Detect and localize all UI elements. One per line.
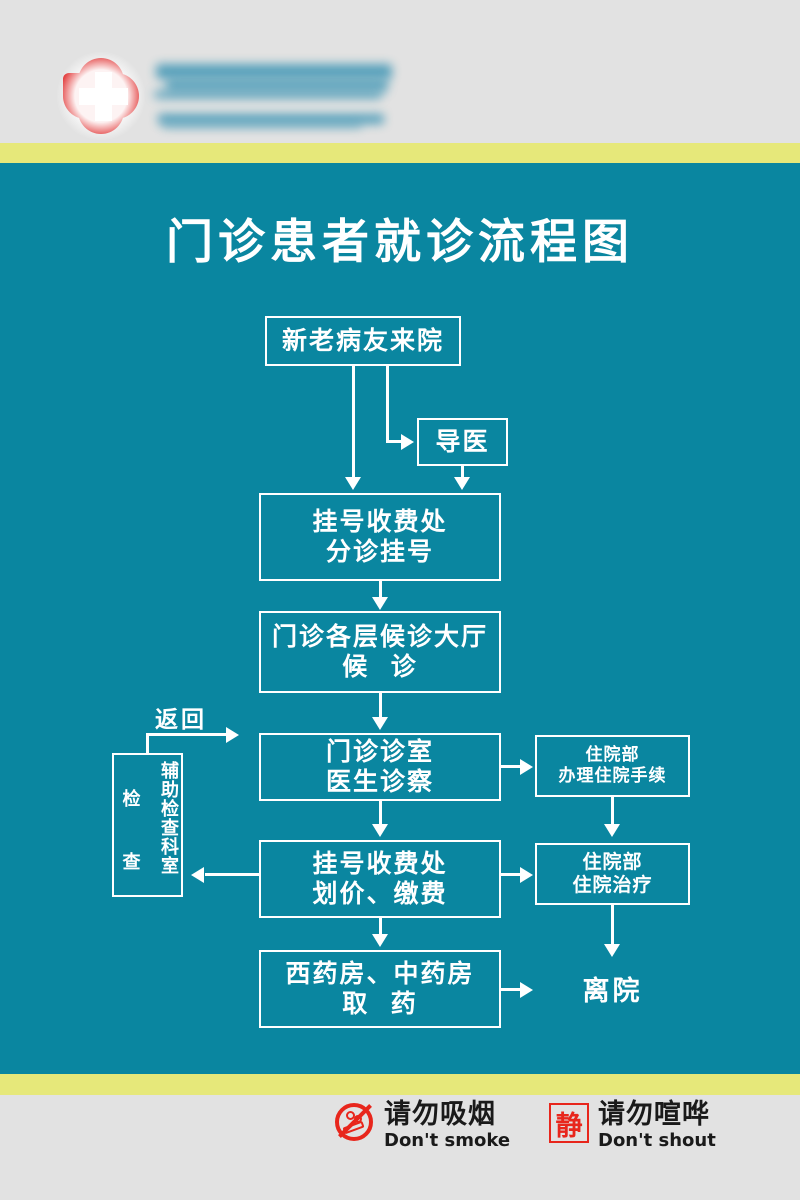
blurred-text-stroke	[158, 114, 384, 124]
arrowhead-down	[372, 824, 388, 837]
connector-return-v	[146, 733, 149, 755]
node-line: 离院	[582, 975, 643, 1007]
quiet-glyph: 静	[555, 1110, 583, 1142]
connector-payment-to-inpatient	[501, 873, 522, 876]
blurred-text-stroke	[156, 64, 392, 79]
logo-cross-horizontal	[79, 88, 128, 105]
connector-inpatient-to-discharge	[611, 905, 614, 945]
notice-text-group: 请勿吸烟 Don't smoke	[384, 1099, 511, 1152]
node-line: 门诊诊室	[325, 736, 434, 766]
notice-label-cn: 请勿吸烟	[384, 1099, 496, 1130]
connector-payment-to-aux-exam	[205, 873, 259, 876]
connector-registration-to-waiting	[379, 581, 382, 598]
node-line: 住院部	[582, 850, 643, 873]
arrowhead-right	[401, 434, 414, 450]
bottom-accent-band	[0, 1074, 800, 1095]
node-line: 候 诊	[342, 652, 418, 681]
icon-frame	[549, 1103, 589, 1143]
node-payment-desk[interactable]: 挂号收费处 划价、缴费	[259, 840, 501, 918]
hospital-name-redacted	[152, 62, 402, 140]
node-auxiliary-exam-department[interactable]: 辅助检查科室 检 查	[112, 753, 183, 897]
connector-pharmacy-to-discharge	[501, 988, 522, 991]
notice-no-smoking: 请勿吸烟 Don't smoke	[334, 1099, 511, 1152]
node-inpatient-treatment[interactable]: 住院部 住院治疗	[535, 843, 690, 905]
notice-no-shouting: 静 请勿喧哗 Don't shout	[548, 1099, 716, 1152]
node-line: 挂号收费处	[312, 848, 448, 878]
page-title: 门诊患者就诊流程图	[166, 215, 634, 270]
flowchart-canvas	[0, 163, 800, 1074]
notice-label-cn: 请勿喧哗	[598, 1099, 710, 1130]
return-label: 返回	[155, 707, 207, 733]
arrowhead-down	[604, 824, 620, 837]
node-registration-desk[interactable]: 挂号收费处 分诊挂号	[259, 493, 501, 581]
connector-arrive-to-guide-h	[386, 440, 404, 443]
node-line: 新老病友来院	[281, 325, 444, 355]
node-line: 取 药	[342, 989, 418, 1018]
no-shouting-icon: 静	[548, 1102, 590, 1144]
arrowhead-down	[454, 477, 470, 490]
arrowhead-right	[520, 759, 533, 775]
node-line: 导医	[435, 426, 490, 456]
node-pharmacy[interactable]: 西药房、中药房 取 药	[259, 950, 501, 1028]
node-patient-arrival[interactable]: 新老病友来院	[265, 316, 461, 366]
arrowhead-down	[345, 477, 361, 490]
arrowhead-right	[226, 727, 239, 743]
arrowhead-down	[372, 934, 388, 947]
node-waiting-hall[interactable]: 门诊各层候诊大厅 候 诊	[259, 611, 501, 693]
node-line: 分诊挂号	[325, 537, 434, 566]
arrowhead-down	[604, 944, 620, 957]
connector-arrive-to-guide-v	[386, 366, 389, 442]
header-band	[0, 0, 800, 143]
notice-label-en: Don't shout	[598, 1130, 716, 1152]
connector-guide-to-registration	[461, 466, 464, 478]
arrowhead-right	[520, 867, 533, 883]
node-line: 办理住院手续	[558, 766, 667, 786]
footer-band	[0, 1095, 800, 1200]
aux-exam-label-sub: 检 查	[119, 789, 141, 871]
no-smoking-icon	[334, 1102, 376, 1144]
node-admission-procedures[interactable]: 住院部 办理住院手续	[535, 735, 690, 797]
notice-text-group: 请勿喧哗 Don't shout	[598, 1099, 716, 1152]
node-discharge[interactable]: 离院	[535, 962, 690, 1014]
arrowhead-down	[372, 597, 388, 610]
connector-clinic-to-payment	[379, 801, 382, 825]
connector-clinic-to-admission	[501, 765, 522, 768]
aux-exam-label-main: 辅助检查科室	[158, 761, 179, 875]
blurred-text-stroke	[166, 78, 388, 92]
top-accent-band	[0, 143, 800, 163]
node-line: 西药房、中药房	[285, 958, 475, 988]
connector-admission-to-inpatient	[611, 797, 614, 825]
node-line: 住院部	[585, 745, 640, 766]
notice-label-en: Don't smoke	[384, 1130, 511, 1152]
node-line: 划价、缴费	[312, 879, 448, 908]
prohibition-ring	[335, 1103, 373, 1141]
connector-return-h	[146, 733, 228, 736]
node-consulting-room[interactable]: 门诊诊室 医生诊察	[259, 733, 501, 801]
arrowhead-right	[520, 982, 533, 998]
node-guide-nurse[interactable]: 导医	[417, 418, 508, 466]
arrowhead-down	[372, 717, 388, 730]
blurred-text-stroke	[154, 90, 382, 99]
blurred-text-stroke	[162, 122, 362, 128]
connector-waiting-to-clinic	[379, 693, 382, 718]
hospital-logo	[57, 52, 145, 140]
node-line: 住院治疗	[572, 874, 653, 896]
node-line: 挂号收费处	[312, 506, 448, 536]
node-line: 医生诊察	[325, 767, 434, 796]
node-line: 门诊各层候诊大厅	[271, 621, 488, 651]
arrowhead-left	[191, 867, 204, 883]
connector-arrive-to-registration	[352, 366, 355, 478]
connector-payment-to-pharmacy	[379, 918, 382, 936]
